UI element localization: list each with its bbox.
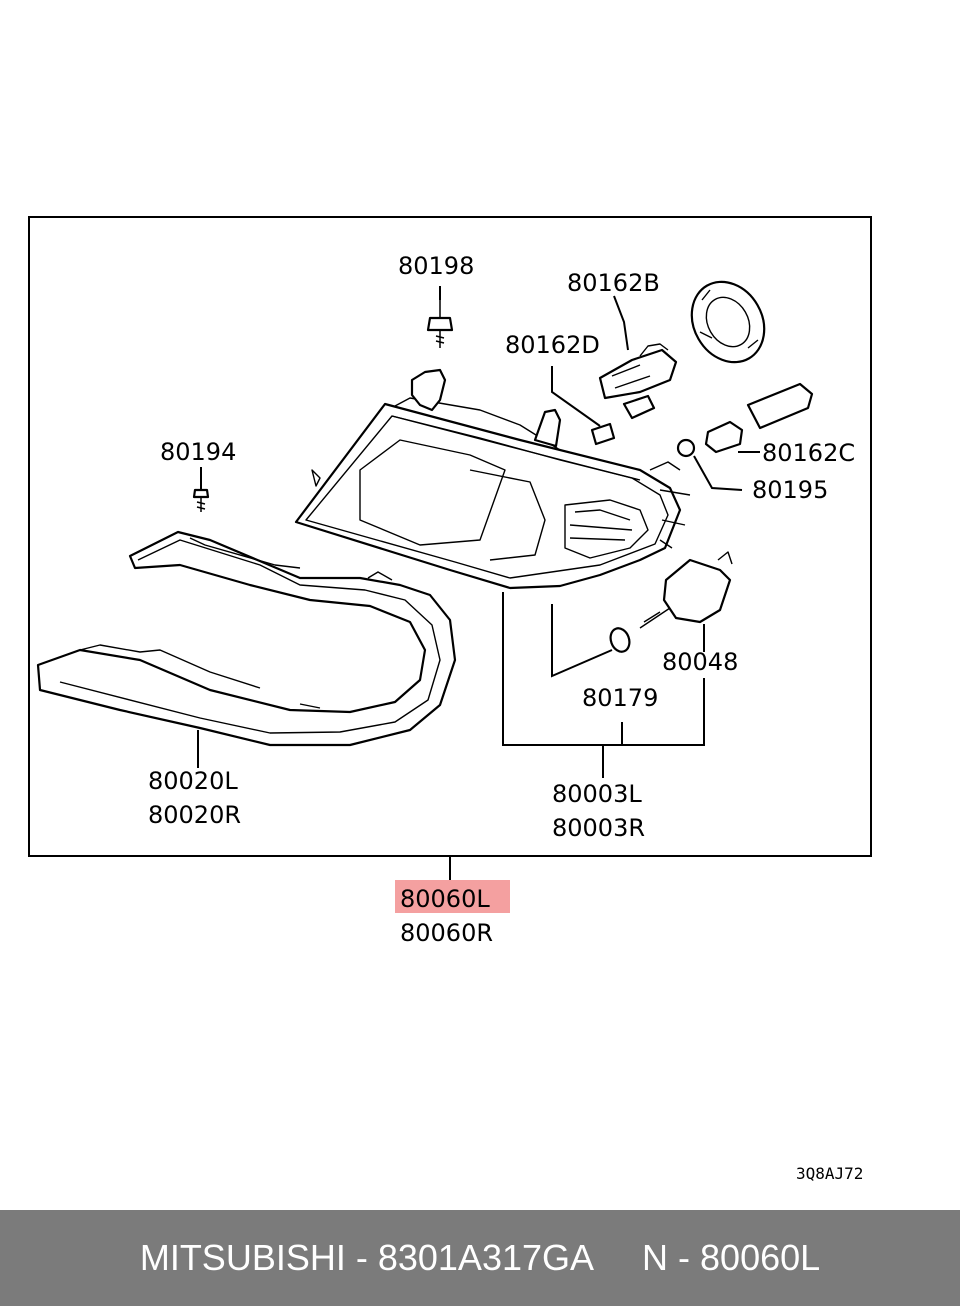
- label-80048[interactable]: 80048: [662, 648, 738, 676]
- screw-80194: [192, 488, 210, 512]
- selected-part-highlight: [395, 880, 510, 913]
- label-80198[interactable]: 80198: [398, 252, 474, 280]
- footer-separator: -: [345, 1237, 378, 1278]
- label-80162D[interactable]: 80162D: [505, 331, 600, 359]
- label-80060R[interactable]: 80060R: [400, 919, 493, 947]
- label-80060L[interactable]: 80060L: [400, 885, 490, 913]
- leader-lines: [197, 286, 760, 882]
- diagram-ref: N - 80060L: [642, 1237, 821, 1278]
- screw-80198: [426, 298, 454, 348]
- bulb-80162C: [704, 382, 814, 454]
- headlamp-housing: [294, 368, 691, 590]
- side-lamp-80048: [639, 551, 733, 629]
- label-80003L[interactable]: 80003L: [552, 780, 642, 808]
- label-80020L[interactable]: 80020L: [148, 767, 238, 795]
- parts-diagram: 80198 80162B 80162D 80194 80162C 80195 8…: [28, 216, 872, 1183]
- brand-name: MITSUBISHI: [139, 1237, 346, 1278]
- clip-80195: [676, 438, 696, 458]
- part-number: 8301A317GA: [377, 1237, 595, 1278]
- diagram-code: 3Q8AJ72: [796, 1164, 863, 1183]
- label-80003R[interactable]: 80003R: [552, 814, 645, 842]
- seal-80179: [609, 627, 631, 653]
- headlamp-bezel: [36, 530, 457, 747]
- bulb-80162B: [598, 343, 678, 400]
- label-80020R[interactable]: 80020R: [148, 801, 241, 829]
- label-80194[interactable]: 80194: [160, 438, 236, 466]
- label-80162C[interactable]: 80162C: [762, 439, 855, 467]
- label-80162B[interactable]: 80162B: [567, 269, 660, 297]
- label-80179[interactable]: 80179: [582, 684, 658, 712]
- bulb-80162D: [590, 394, 656, 446]
- part-info-footer: MITSUBISHI - 8301A317GA N - 80060L: [0, 1210, 960, 1306]
- socket-80162B: [690, 280, 766, 364]
- label-80195[interactable]: 80195: [752, 476, 828, 504]
